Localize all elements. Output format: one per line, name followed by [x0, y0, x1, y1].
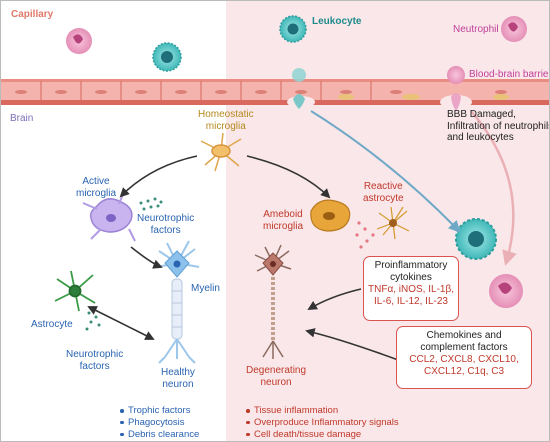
leukocyte-infiltration-arrow — [310, 110, 461, 233]
degenerating-neuron-label: Degenerating neuron — [246, 365, 307, 388]
cytokines-box: Proinflammatory cytokines TNFα, iNOS, IL… — [363, 256, 459, 321]
ameboid-microglia-label: Ameboid microglia — [263, 209, 304, 232]
damage-effects-list: Tissue inflammation Overproduce Inflamma… — [245, 405, 399, 441]
extravasating-leukocyte-icon — [292, 68, 306, 109]
neutrophil-icon — [501, 16, 527, 42]
homeostatic-microglia-icon — [200, 132, 242, 172]
healthy-effects-list: Trophic factors Phagocytosis Debris clea… — [119, 405, 199, 441]
list-item: Overproduce Inflammatory signals — [245, 417, 399, 429]
bbb-damage-note: BBB Damaged, Infiltration of neutrophils… — [447, 109, 550, 143]
capillary-label: Capillary — [11, 9, 54, 20]
brain-label: Brain — [10, 113, 34, 124]
homeostatic-microglia-label: Homeostatic microglia — [198, 109, 254, 132]
neutrophil-label: Neutrophil — [453, 24, 499, 35]
degenerating-neuron-icon — [254, 244, 292, 359]
reactive-astrocyte-label: Reactive astrocyte — [363, 181, 404, 204]
bbb-label: Blood-brain barrier — [469, 69, 550, 80]
neutrophil-infiltration-arrow — [470, 110, 517, 266]
list-item: Cell death/tissue damage — [245, 429, 399, 441]
myelin-label: Myelin — [191, 283, 220, 294]
ameboid-microglia-icon — [310, 199, 351, 232]
neurotrophic-factors-label-2: Neurotrophic factors — [66, 349, 124, 372]
list-item: Debris clearance — [119, 429, 199, 441]
list-item: Trophic factors — [119, 405, 199, 417]
list-item: Tissue inflammation — [245, 405, 399, 417]
signal-dots — [355, 221, 375, 249]
extravasating-neutrophil-icon — [447, 66, 465, 111]
active-microglia-icon — [82, 193, 163, 242]
chemokines-box: Chemokines and complement factors CCL2, … — [396, 326, 532, 389]
infiltrated-neutrophil-icon — [489, 274, 523, 308]
reactive-astrocyte-icon — [376, 206, 410, 240]
capillary-wall — [1, 79, 549, 109]
healthy-neuron-label: Healthy neuron — [161, 367, 195, 390]
infiltrated-leukocyte-icon — [455, 218, 497, 260]
pathway-arrows — [87, 155, 402, 362]
astrocyte-icon — [54, 270, 101, 331]
leukocyte-icon — [279, 15, 307, 43]
leukocyte-label: Leukocyte — [312, 16, 362, 27]
astrocyte-label: Astrocyte — [31, 319, 73, 330]
active-microglia-label: Active microglia — [76, 176, 117, 199]
blood-cell-icon — [152, 42, 182, 72]
list-item: Phagocytosis — [119, 417, 199, 429]
blood-cell-icon — [66, 28, 92, 54]
healthy-neuron-icon — [156, 240, 200, 364]
neurotrophic-factors-label: Neurotrophic factors — [137, 213, 195, 236]
